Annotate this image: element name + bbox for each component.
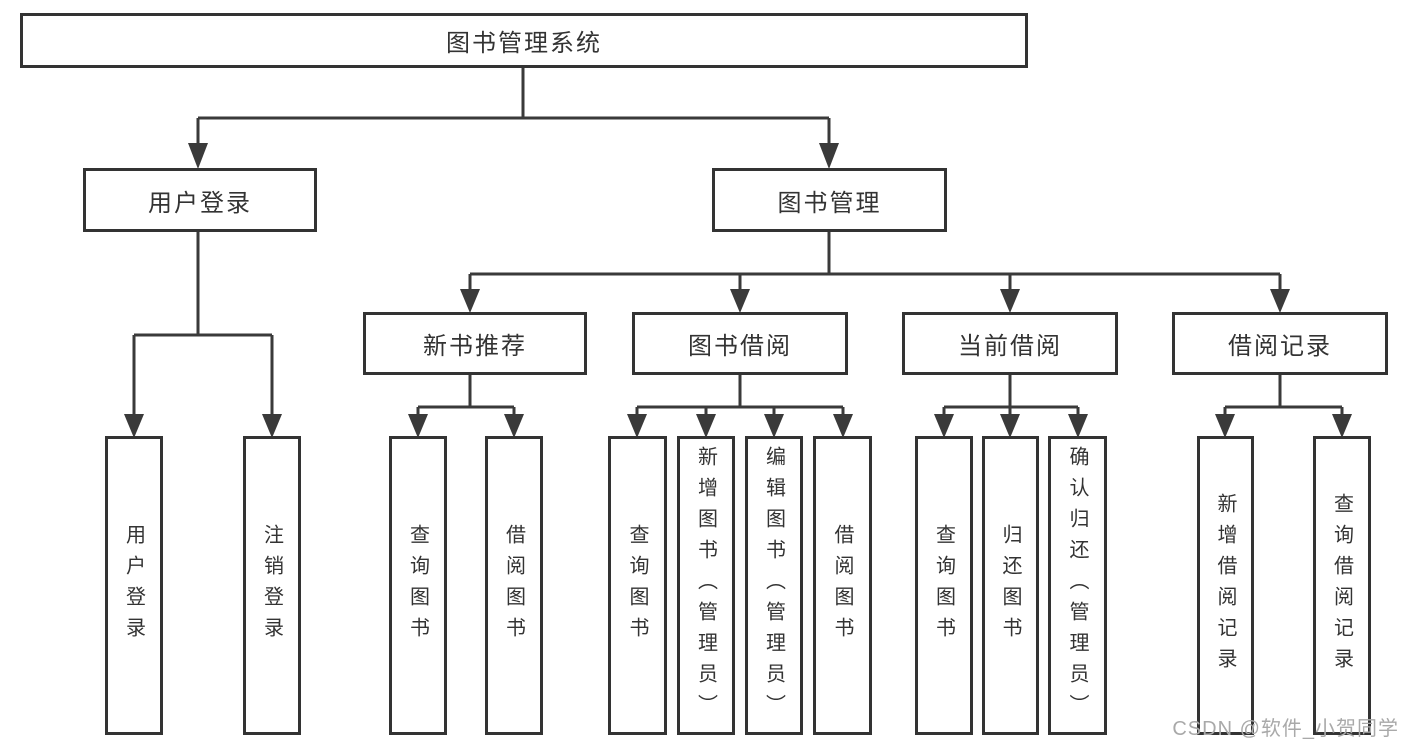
leaf-current-query-books: 查询图书 [915, 436, 973, 735]
leaf-current-return-books: 归还图书 [982, 436, 1039, 735]
leaf-borrow-edit-books-admin: 编辑图书（管理员） [745, 436, 803, 735]
leaf-borrow-add-books-admin: 新增图书（管理员） [677, 436, 735, 735]
leaf-logout-login: 注销登录 [243, 436, 301, 735]
node-user-login: 用户登录 [83, 168, 317, 232]
leaf-borrow-borrow-books: 借阅图书 [813, 436, 872, 735]
leaf-recommend-query-books: 查询图书 [389, 436, 447, 735]
leaf-current-confirm-return-admin: 确认归还（管理员） [1048, 436, 1107, 735]
watermark: CSDN @软件_小贺同学 [1172, 718, 1399, 740]
node-library-system: 图书管理系统 [20, 13, 1028, 68]
node-book-borrowing: 图书借阅 [632, 312, 848, 375]
node-new-book-recommendation: 新书推荐 [363, 312, 587, 375]
leaf-records-add-record: 新增借阅记录 [1197, 436, 1254, 735]
leaf-records-query-record: 查询借阅记录 [1313, 436, 1371, 735]
node-book-management: 图书管理 [712, 168, 947, 232]
node-current-borrowing: 当前借阅 [902, 312, 1118, 375]
leaf-user-login: 用户登录 [105, 436, 163, 735]
leaf-recommend-borrow-books: 借阅图书 [485, 436, 543, 735]
leaf-borrow-query-books: 查询图书 [608, 436, 667, 735]
node-borrowing-records: 借阅记录 [1172, 312, 1388, 375]
